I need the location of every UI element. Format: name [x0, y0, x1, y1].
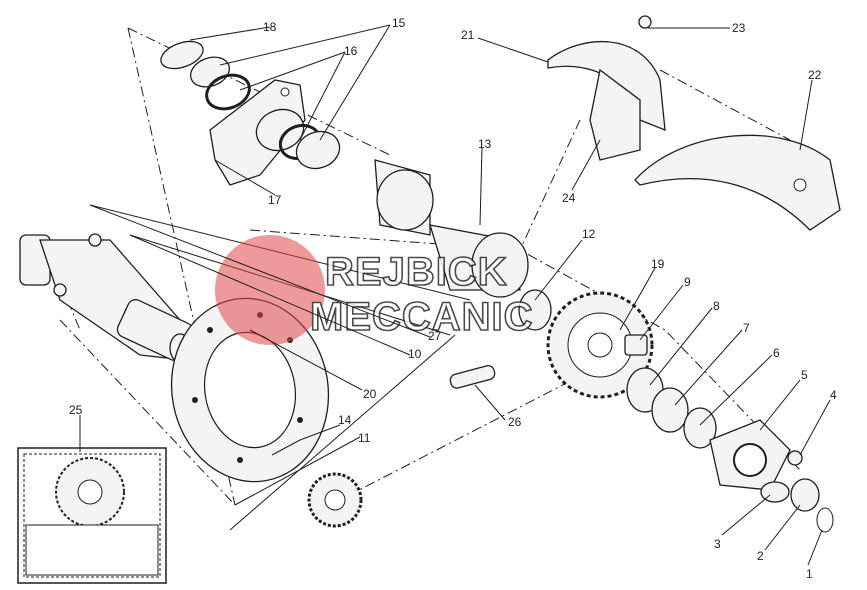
callout-23: 23: [732, 21, 746, 35]
inset-view-box: [17, 447, 167, 584]
callout-15: 15: [392, 16, 406, 30]
bearing-stack: [624, 334, 834, 533]
callout-16: 16: [344, 44, 358, 58]
callout-26: 26: [508, 415, 522, 429]
stylized-k-circle-icon: [215, 235, 325, 345]
callout-11: 11: [358, 431, 371, 445]
callout-6: 6: [773, 346, 780, 360]
rear-fender: [634, 134, 841, 231]
chain-link: [449, 364, 496, 389]
bolt-14: [271, 439, 301, 456]
callout-10: 10: [408, 347, 422, 361]
callout-24: 24: [562, 191, 576, 205]
callout-9: 9: [684, 275, 691, 289]
callout-22: 22: [808, 68, 822, 82]
callout-8: 8: [713, 299, 720, 313]
callout-19: 19: [651, 257, 665, 271]
callout-4: 4: [830, 388, 837, 402]
callout-7: 7: [743, 321, 750, 335]
chain-guard: [547, 15, 666, 161]
callout-25: 25: [69, 403, 83, 417]
watermark: REJBICK MECCANIC: [215, 235, 534, 345]
long-line-11: [229, 334, 456, 531]
front-sprocket: [307, 472, 363, 528]
callout-18: 18: [263, 20, 277, 34]
callout-3: 3: [714, 537, 721, 551]
bracket-ring-group: [160, 40, 341, 186]
callout-20: 20: [363, 387, 377, 401]
callout-labels: 1 2 3 4 5 6 7 8 9 10 11 12 13 14 15 16 1…: [69, 16, 837, 581]
callout-21: 21: [461, 28, 475, 42]
eccentric-hub: [374, 159, 552, 331]
watermark-line2: MECCANIC: [310, 295, 534, 339]
callout-2: 2: [757, 549, 764, 563]
callout-1: 1: [806, 567, 813, 581]
leader-lines: [79, 24, 831, 566]
rear-axle-shaft: [19, 204, 471, 363]
callout-14: 14: [338, 413, 352, 427]
callout-12: 12: [582, 227, 596, 241]
callout-17: 17: [268, 193, 282, 207]
watermark-line1: REJBICK: [325, 250, 508, 294]
brake-disc: [170, 297, 330, 483]
callout-27: 27: [428, 329, 442, 343]
callout-13: 13: [478, 137, 492, 151]
callout-5: 5: [801, 368, 808, 382]
